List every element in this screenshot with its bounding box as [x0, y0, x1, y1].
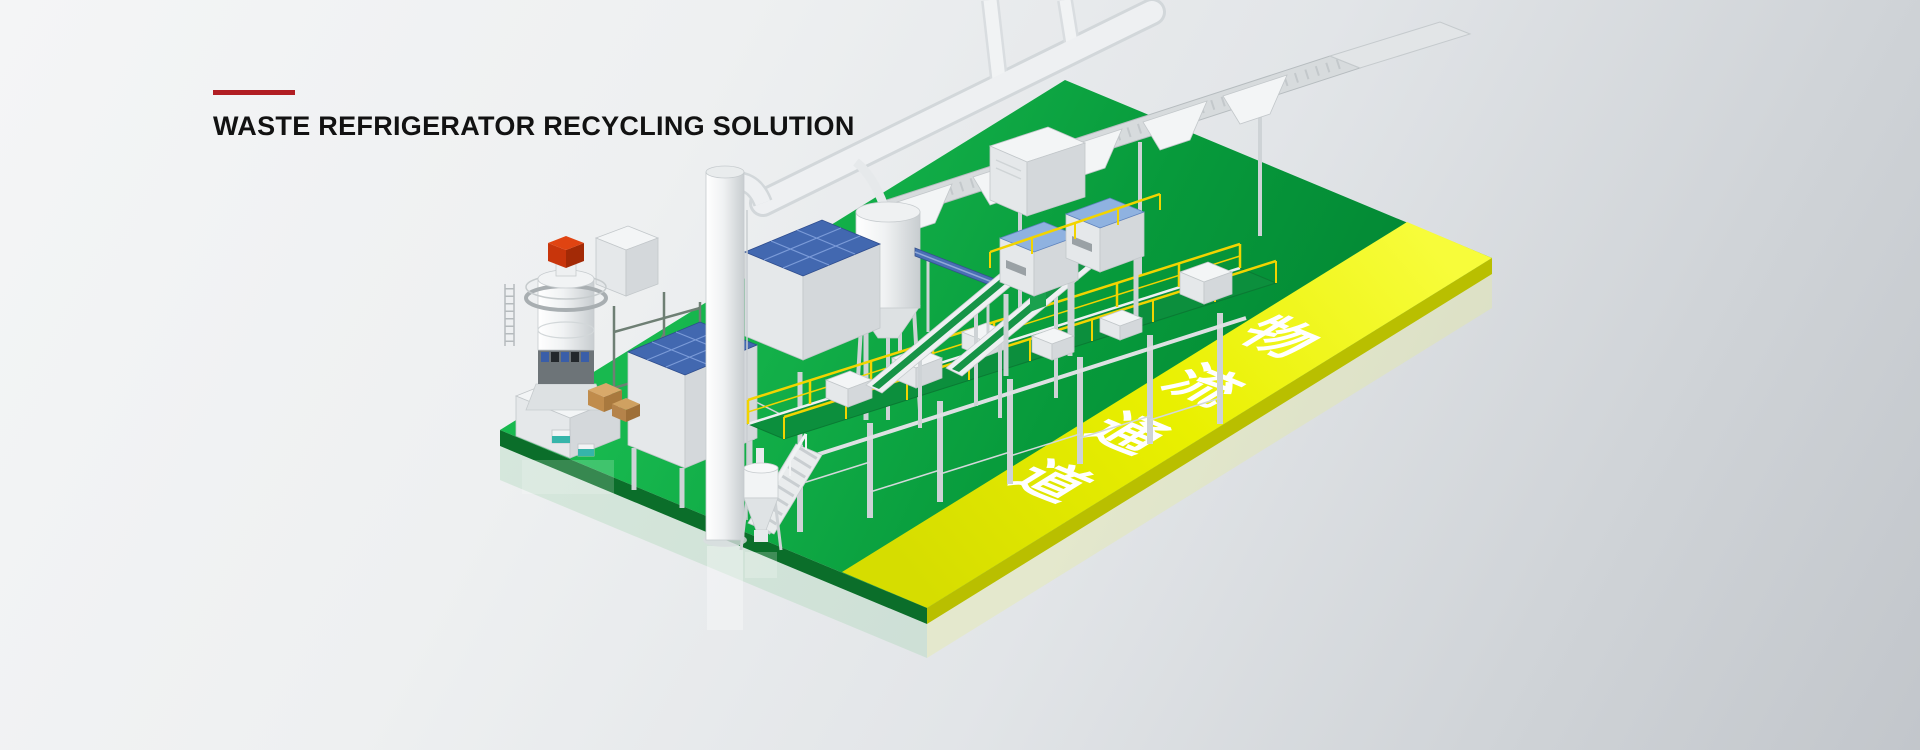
control-cabinet [988, 126, 1087, 217]
title-block: WASTE REFRIGERATOR RECYCLING SOLUTION [213, 90, 855, 142]
furnace-ladder [504, 284, 515, 346]
floor-crates [551, 383, 640, 457]
floor-reflections [500, 274, 1492, 658]
chimney-stack [703, 165, 748, 547]
page-title: WASTE REFRIGERATOR RECYCLING SOLUTION [213, 111, 855, 141]
floor-edge-right [927, 258, 1492, 624]
cyclone-separator [739, 448, 783, 551]
furnace-red-cap [548, 236, 584, 268]
furnace-panel-lights [541, 352, 589, 362]
machine-guardrail [989, 192, 1161, 268]
rack-walkway-far [1328, 21, 1472, 69]
silo-pipe [853, 158, 889, 208]
floor-boxes [1030, 309, 1144, 361]
overhead-rack [722, 0, 1472, 352]
sorting-machines [989, 192, 1161, 376]
accent-line [213, 90, 295, 95]
